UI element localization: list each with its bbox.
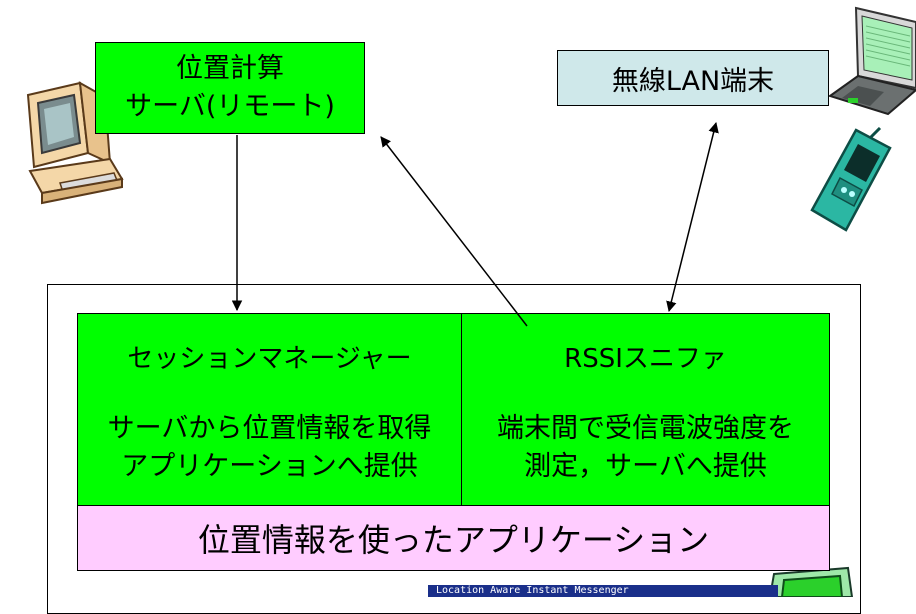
desktop-computer-icon (26, 81, 124, 205)
arrow-terminal-rssi-bidirectional (666, 121, 719, 313)
laptop-icon (828, 6, 916, 116)
session-manager-desc-line2: アプリケーションへ提供 (121, 451, 418, 482)
session-manager-desc-line1: サーバから位置情報を取得 (107, 413, 432, 444)
arrow-rssi-to-server (380, 136, 528, 327)
rssi-sniffer-title: RSSIスニファ (564, 344, 727, 374)
server-label-line2: サーバ(リモート) (125, 91, 335, 122)
wireless-lan-terminal-box: 無線LAN端末 (557, 50, 829, 106)
terminal-label: 無線LAN端末 (611, 65, 775, 97)
mobile-phone-icon (810, 126, 892, 232)
messenger-window-titlebar: Location Aware Instant Messenger (428, 585, 778, 597)
rssi-sniffer-box: RSSIスニファ 端末間で受信電波強度を 測定，サーバへ提供 (461, 313, 830, 506)
location-application-box: 位置情報を使ったアプリケーション (77, 505, 830, 571)
location-server-box: 位置計算 サーバ(リモート) (95, 42, 365, 134)
application-label: 位置情報を使ったアプリケーション (197, 521, 710, 559)
pda-icon (768, 566, 854, 597)
rssi-sniffer-desc-line2: 測定，サーバへ提供 (524, 451, 767, 482)
rssi-sniffer-desc-line1: 端末間で受信電波強度を (497, 413, 794, 444)
session-manager-box: セッションマネージャー サーバから位置情報を取得 アプリケーションへ提供 (77, 313, 462, 506)
session-manager-title: セッションマネージャー (127, 344, 412, 374)
server-label-line1: 位置計算 (176, 53, 284, 84)
connection-arrows (231, 121, 719, 327)
